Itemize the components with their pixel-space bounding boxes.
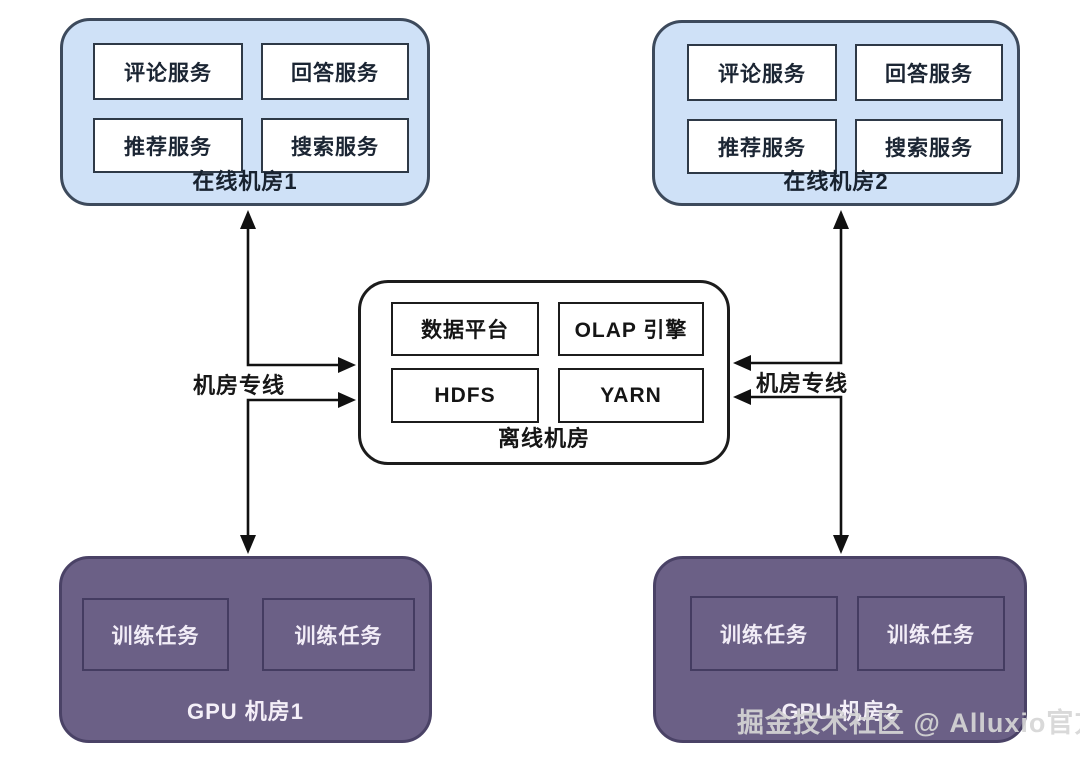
arrowhead-into-offline-right-top <box>733 355 751 371</box>
offline-datacenter: 数据平台 OLAP 引擎 HDFS YARN 离线机房 <box>358 280 730 465</box>
service-box: 搜索服务 <box>855 119 1003 174</box>
training-task-box: 训练任务 <box>857 596 1005 671</box>
service-box: 搜索服务 <box>261 118 409 173</box>
service-box: 回答服务 <box>855 44 1003 101</box>
online-datacenter-1-title: 在线机房1 <box>192 169 298 194</box>
gpu-datacenter-2: 训练任务 训练任务 GPU 机房2 <box>653 556 1027 743</box>
arrowhead-down-gpu2 <box>833 535 849 554</box>
connector-online1-offline <box>240 210 356 373</box>
online-datacenter-2-title: 在线机房2 <box>783 169 889 194</box>
component-box: 数据平台 <box>391 302 539 356</box>
arrowhead-down-gpu1 <box>240 535 256 554</box>
connector-gpu2-offline <box>733 389 849 554</box>
component-box: OLAP 引擎 <box>558 302 704 356</box>
training-task-box: 训练任务 <box>690 596 838 671</box>
connector-online2-offline <box>733 210 849 371</box>
service-box: 推荐服务 <box>687 119 837 174</box>
training-task-box: 训练任务 <box>262 598 415 671</box>
service-box: 评论服务 <box>687 44 837 101</box>
arrowhead-into-offline-right-bottom <box>733 389 751 405</box>
link-label-left: 机房专线 <box>192 373 285 398</box>
arrowhead-up-online2 <box>833 210 849 229</box>
arrowhead-into-offline-left-top <box>338 357 356 373</box>
link-label-right: 机房专线 <box>755 371 848 396</box>
watermark: 掘金技术社区 @ Alluxio官方 <box>737 708 1080 738</box>
gpu-datacenter-2-title: GPU 机房2 <box>781 699 899 724</box>
training-task-box: 训练任务 <box>82 598 229 671</box>
gpu-datacenter-1: 训练任务 训练任务 GPU 机房1 <box>59 556 432 743</box>
arrowhead-into-offline-left-bottom <box>338 392 356 408</box>
connector-gpu1-offline <box>240 392 356 554</box>
service-box: 推荐服务 <box>93 118 243 173</box>
service-box: 评论服务 <box>93 43 243 100</box>
component-box: HDFS <box>391 368 539 423</box>
online-datacenter-1: 评论服务 回答服务 推荐服务 搜索服务 在线机房1 <box>60 18 430 206</box>
gpu-datacenter-1-title: GPU 机房1 <box>186 699 305 724</box>
arrowhead-up-online1 <box>240 210 256 229</box>
offline-datacenter-title: 离线机房 <box>497 426 590 451</box>
service-box: 回答服务 <box>261 43 409 100</box>
component-box: YARN <box>558 368 704 423</box>
online-datacenter-2: 评论服务 回答服务 推荐服务 搜索服务 在线机房2 <box>652 20 1020 206</box>
